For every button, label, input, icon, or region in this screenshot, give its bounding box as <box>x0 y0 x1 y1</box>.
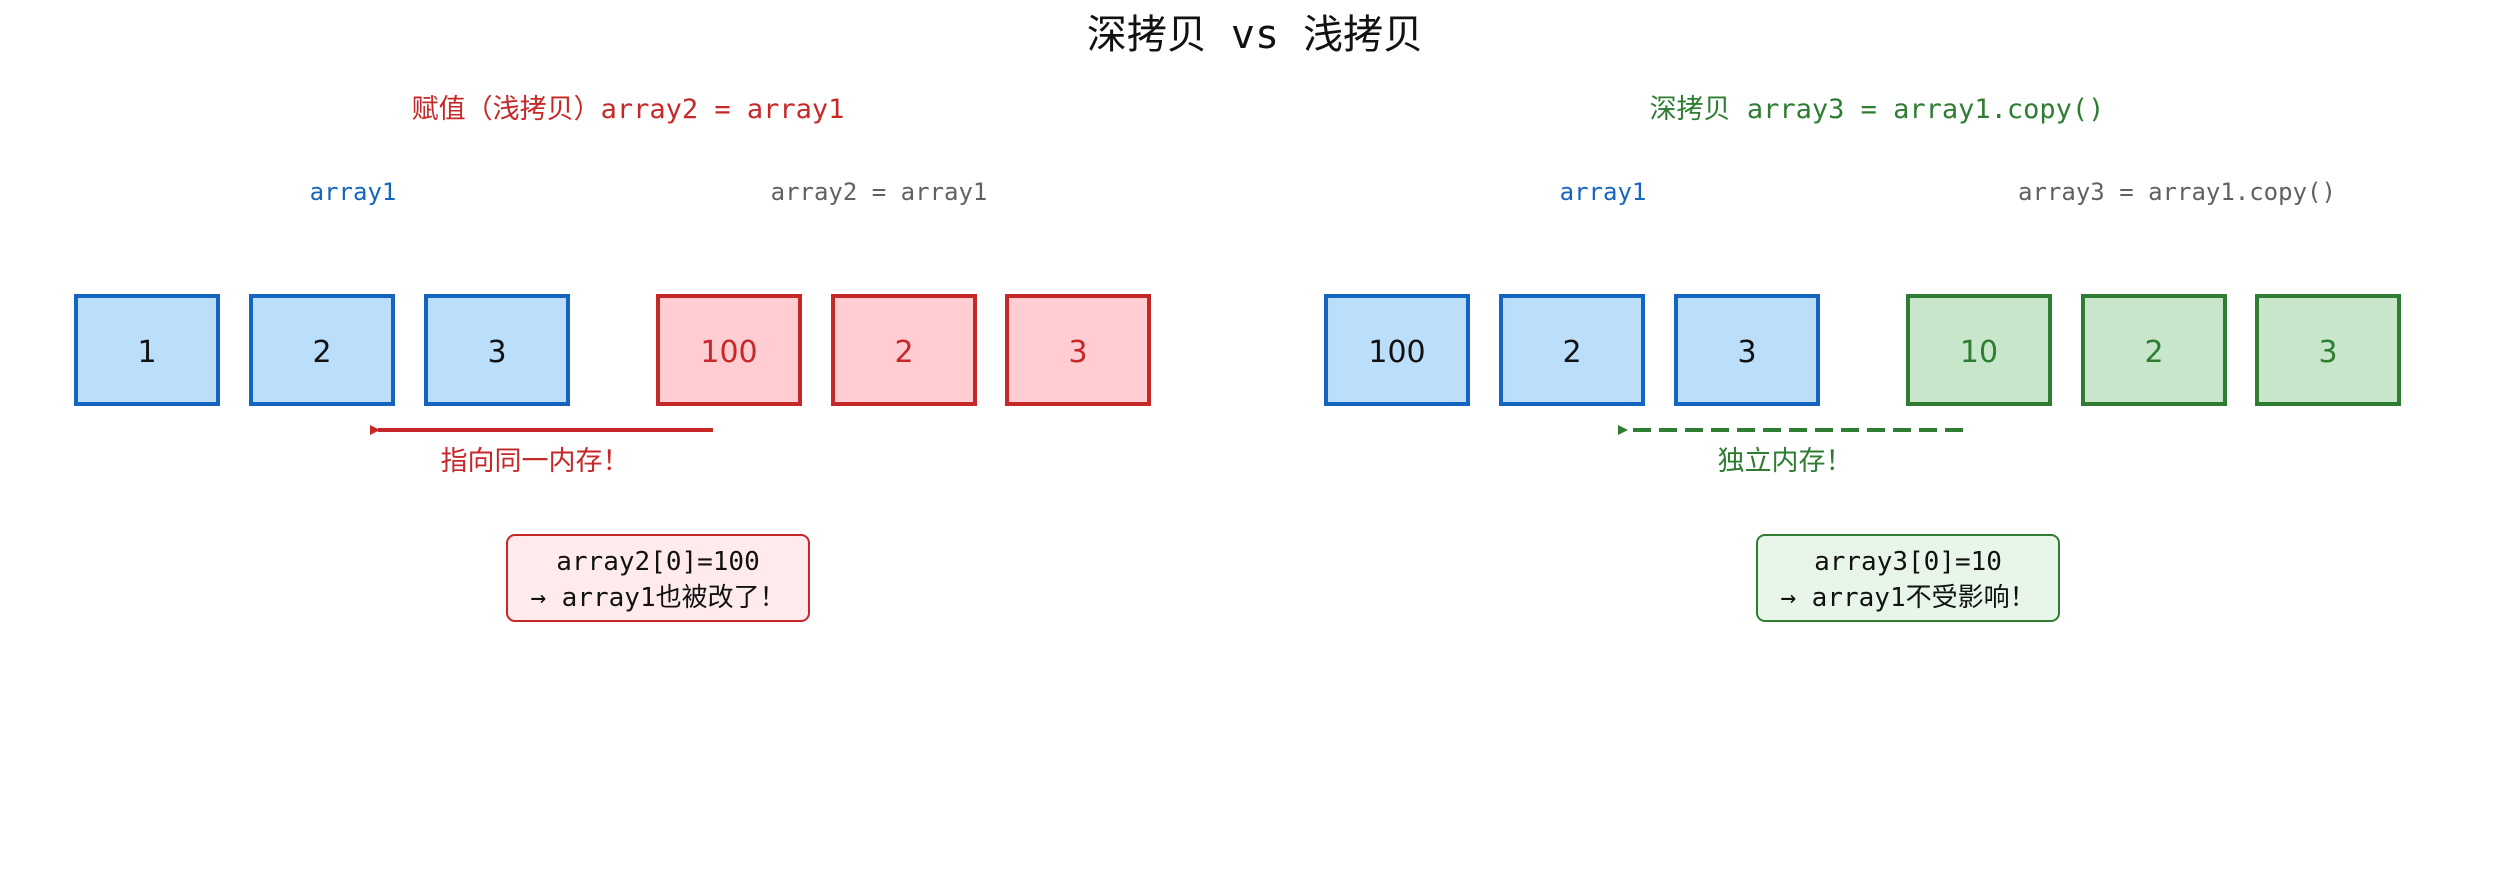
array3-cell-value: 2 <box>2144 335 2163 370</box>
array1-cell-value: 2 <box>312 335 331 370</box>
array2-cell: 2 <box>831 294 977 406</box>
array1-cell-value: 2 <box>1562 335 1581 370</box>
array2-cell: 100 <box>656 294 802 406</box>
array3-cell: 10 <box>1906 294 2052 406</box>
shallow-copy-heading: 赋值（浅拷贝）array2 = array1 <box>412 94 845 125</box>
array2-label: array2 = array1 <box>771 178 988 206</box>
note-line: array3[0]=10 <box>1814 547 2002 577</box>
array3-label: array3 = array1.copy() <box>2018 178 2336 206</box>
shared-memory-label: 指向同一内存！ <box>441 446 630 477</box>
page-title: 深拷贝 vs 浅拷贝 <box>1087 12 1423 58</box>
array1-label: array1 <box>1560 178 1647 206</box>
array2-cell-value: 100 <box>700 335 757 370</box>
deep-copy-panel: 深拷贝 array3 = array1.copy() array1 array3… <box>1324 94 2401 622</box>
note-line: → array1不受影响！ <box>1780 583 2035 613</box>
array1-cell: 1 <box>74 294 220 406</box>
array3-cell-value: 10 <box>1960 335 1998 370</box>
deep-copy-heading: 深拷贝 array3 = array1.copy() <box>1650 94 2105 125</box>
array1-cell-value: 3 <box>1737 335 1756 370</box>
array1-cell-value: 3 <box>487 335 506 370</box>
array1-cell-value: 1 <box>137 335 156 370</box>
array3-cell: 3 <box>2255 294 2401 406</box>
deep-copy-note: array3[0]=10 → array1不受影响！ <box>1756 534 2060 622</box>
independent-memory-label: 独立内存！ <box>1718 446 1853 477</box>
array3-cell-value: 3 <box>2318 335 2337 370</box>
shallow-copy-note: array2[0]=100 → array1也被改了！ <box>506 534 810 622</box>
array1-cell: 2 <box>1499 294 1645 406</box>
note-line: → array1也被改了！ <box>530 583 785 613</box>
array2-cell: 3 <box>1005 294 1151 406</box>
array1-cell: 100 <box>1324 294 1470 406</box>
array2-cell-value: 3 <box>1068 335 1087 370</box>
array1-cell: 3 <box>424 294 570 406</box>
array1-cell: 3 <box>1674 294 1820 406</box>
array2-cell-value: 2 <box>894 335 913 370</box>
array1-cell: 2 <box>249 294 395 406</box>
array3-cell: 2 <box>2081 294 2227 406</box>
array1-label: array1 <box>310 178 397 206</box>
note-line: array2[0]=100 <box>556 547 760 577</box>
array1-cell-value: 100 <box>1368 335 1425 370</box>
shallow-copy-panel: 赋值（浅拷贝）array2 = array1 array1 array2 = a… <box>74 94 1151 622</box>
